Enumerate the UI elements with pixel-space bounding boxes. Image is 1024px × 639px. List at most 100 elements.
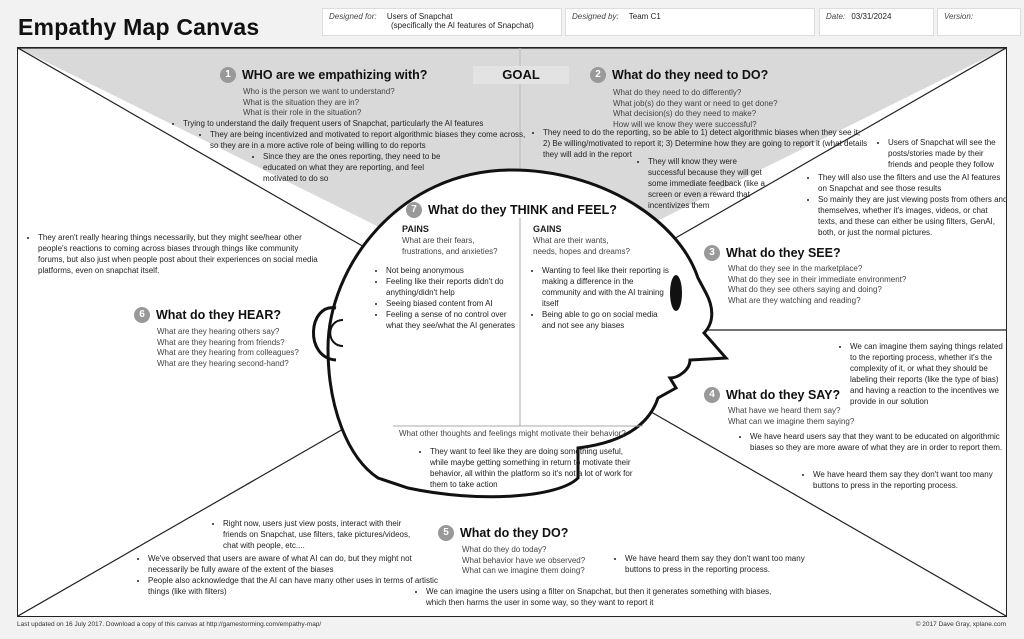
who-number: 1: [220, 67, 236, 83]
who-heading: WHO are we empathizing with?: [242, 68, 427, 82]
version-field[interactable]: Version:: [937, 8, 1021, 36]
designed-by-label: Designed by:: [572, 12, 619, 21]
see-note-3: So mainly they are just viewing posts fr…: [818, 194, 1007, 238]
hear-sub-2: What are they hearing from friends?: [157, 338, 299, 349]
gains-subquestions: What are their wants, needs, hopes and d…: [533, 236, 630, 257]
designed-by-field[interactable]: Designed by: Team C1: [565, 8, 815, 36]
hear-sub-4: What are they hearing second-hand?: [157, 359, 299, 370]
do-heading: What do they DO?: [460, 526, 568, 540]
do-sub-3: What can we imagine them doing?: [462, 566, 585, 577]
do-notes-right: We have heard them say they don't want t…: [615, 553, 825, 575]
do-need-sub-1: What do they need to do differently?: [613, 88, 778, 99]
gain-item: Wanting to feel like their reporting is …: [542, 265, 672, 309]
see-notes: They will also use the filters and use t…: [808, 172, 1007, 238]
say-note-2: We have heard users say that they want t…: [750, 431, 1007, 453]
footer-right: © 2017 Dave Gray, xplane.com: [916, 621, 1006, 628]
pain-item: Seeing biased content from AI: [386, 298, 516, 309]
see-note-1: Users of Snapchat will see the posts/sto…: [888, 137, 998, 170]
pains-subquestions: What are their fears, frustrations, and …: [402, 236, 498, 257]
other-thoughts-question: What other thoughts and feelings might m…: [399, 429, 626, 440]
gains-list: Wanting to feel like their reporting is …: [532, 265, 672, 331]
say-notes-top: We can imagine them saying things relate…: [840, 341, 1005, 407]
pain-item: Feeling a sense of no control over what …: [386, 309, 516, 331]
designed-for-field[interactable]: Designed for: Users of Snapchat (specifi…: [322, 8, 562, 36]
other-thoughts-notes: They want to feel like they are doing so…: [420, 446, 640, 490]
do-need-notes-2: They will know they were successful beca…: [638, 156, 773, 211]
see-title: 3 What do they SEE?: [704, 245, 841, 261]
see-sub-3: What do they see others saying and doing…: [728, 285, 906, 296]
do-subquestions: What do they do today? What behavior hav…: [462, 545, 585, 577]
who-sub-3: What is their role in the situation?: [243, 108, 395, 119]
designed-by-value: Team C1: [629, 12, 661, 21]
say-title: 4 What do they SAY?: [704, 387, 840, 403]
pains-sub-1: What are their fears,: [402, 236, 498, 247]
version-label: Version:: [944, 12, 973, 21]
hear-note-1: They aren't really hearing things necess…: [38, 232, 318, 276]
pains-title: PAINS: [402, 224, 429, 234]
hear-heading: What do they HEAR?: [156, 308, 281, 322]
who-note-3: Since they are the ones reporting, they …: [263, 151, 443, 184]
who-sub-1: Who is the person we want to understand?: [243, 87, 395, 98]
see-notes-top: Users of Snapchat will see the posts/sto…: [878, 137, 998, 170]
think-title: 7 What do they THINK and FEEL?: [406, 202, 617, 218]
date-field[interactable]: Date: 03/31/2024: [819, 8, 934, 36]
pain-item: Feeling like their reports didn't do any…: [386, 276, 516, 298]
pains-list: Not being anonymous Feeling like their r…: [376, 265, 516, 331]
gain-item: Being able to go on social media and not…: [542, 309, 672, 331]
do-title: 5 What do they DO?: [438, 525, 568, 541]
say-heading: What do they SAY?: [726, 388, 840, 402]
do-note-5: We can imagine the users using a filter …: [426, 586, 776, 608]
gains-sub-1: What are their wants,: [533, 236, 630, 247]
goal-label: GOAL: [473, 66, 569, 84]
see-sub-4: What are they watching and reading?: [728, 296, 906, 307]
do-need-heading: What do they need to DO?: [612, 68, 768, 82]
hear-number: 6: [134, 307, 150, 323]
do-note-4: We have heard them say they don't want t…: [625, 553, 825, 575]
do-need-note-2: They will know they were successful beca…: [648, 156, 773, 211]
do-notes-bottom: We can imagine the users using a filter …: [416, 586, 776, 608]
do-note-3: People also acknowledge that the AI can …: [148, 575, 448, 597]
see-note-2: They will also use the filters and use t…: [818, 172, 1007, 194]
say-subquestions: What have we heard them say? What can we…: [728, 406, 854, 427]
think-heading: What do they THINK and FEEL?: [428, 203, 617, 217]
do-number: 5: [438, 525, 454, 541]
do-sub-2: What behavior have we observed?: [462, 556, 585, 567]
who-title: 1 WHO are we empathizing with?: [220, 67, 427, 83]
do-note-1: Right now, users just view posts, intera…: [223, 518, 423, 551]
do-need-title: 2 What do they need to DO?: [590, 67, 768, 83]
do-need-number: 2: [590, 67, 606, 83]
designed-for-label: Designed for:: [329, 12, 377, 21]
who-notes: Trying to understand the daily frequent …: [173, 118, 513, 184]
who-subquestions: Who is the person we want to understand?…: [243, 87, 395, 119]
hear-sub-1: What are they hearing others say?: [157, 327, 299, 338]
hear-notes: They aren't really hearing things necess…: [28, 232, 318, 276]
say-note-1: We can imagine them saying things relate…: [850, 341, 1005, 407]
pains-sub-2: frustrations, and anxieties?: [402, 247, 498, 258]
say-number: 4: [704, 387, 720, 403]
other-thoughts-note: They want to feel like they are doing so…: [430, 446, 640, 490]
empathy-canvas: GOAL 1 WHO are we empathizing with? Who …: [17, 47, 1007, 617]
do-notes-left: We've observed that users are aware of w…: [138, 553, 448, 597]
say-notes-bottom: We have heard users say that they want t…: [740, 431, 1007, 453]
do-need-sub-3: What decision(s) do they need to make?: [613, 109, 778, 120]
who-sub-2: What is the situation they are in?: [243, 98, 395, 109]
pain-item: Not being anonymous: [386, 265, 516, 276]
think-number: 7: [406, 202, 422, 218]
say-note-3: We have heard them say they don't want t…: [813, 469, 1003, 491]
date-label: Date:: [826, 12, 845, 21]
do-note-2: We've observed that users are aware of w…: [148, 553, 448, 575]
see-sub-1: What do they see in the marketplace?: [728, 264, 906, 275]
hear-subquestions: What are they hearing others say? What a…: [157, 327, 299, 369]
do-notes-left-1: Right now, users just view posts, intera…: [213, 518, 423, 551]
do-sub-1: What do they do today?: [462, 545, 585, 556]
hear-title: 6 What do they HEAR?: [134, 307, 281, 323]
gains-title: GAINS: [533, 224, 562, 234]
see-heading: What do they SEE?: [726, 246, 841, 260]
see-subquestions: What do they see in the marketplace? Wha…: [728, 264, 906, 306]
who-note-2: They are being incentivized and motivate…: [210, 129, 530, 151]
do-need-sub-2: What job(s) do they want or need to get …: [613, 99, 778, 110]
hear-sub-3: What are they hearing from colleagues?: [157, 348, 299, 359]
see-number: 3: [704, 245, 720, 261]
say-sub-2: What can we imagine them saying?: [728, 417, 854, 428]
gains-sub-2: needs, hopes and dreams?: [533, 247, 630, 258]
